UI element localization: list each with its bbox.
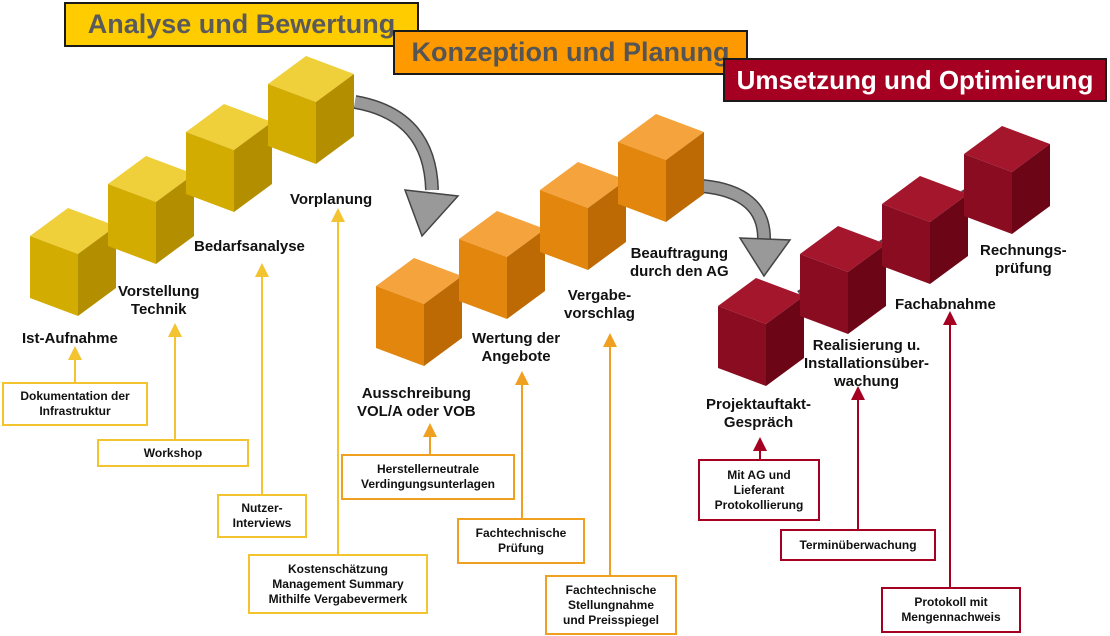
step-bedarfsanalyse: Bedarfsanalyse: [194, 238, 305, 255]
cube-ist-aufnahme: [30, 208, 116, 316]
note-workshop: Workshop: [97, 439, 249, 467]
cube-vorplanung: [268, 56, 354, 164]
step-projektauftakt: Projektauftakt-Gespräch: [706, 396, 812, 431]
cube-realisierung: [800, 226, 886, 334]
step-fachabnahme: Fachabnahme: [895, 296, 996, 313]
cube-rechnung: [964, 126, 1050, 234]
banner-konzeption: Konzeption und Planung: [393, 30, 748, 75]
cube-wertung: [459, 211, 545, 319]
cube-vorstellung: [108, 156, 194, 264]
cube-vergabe: [540, 162, 626, 270]
cube-projektauftakt: [718, 278, 804, 386]
cube-fachabnahme: [882, 176, 968, 284]
transition-arrow-1: [353, 95, 460, 238]
step-ist-aufnahme: Ist-Aufnahme: [22, 330, 118, 347]
step-vergabe: Vergabe-vorschlag: [564, 287, 635, 322]
cube-ausschreibung: [376, 258, 462, 366]
cube-bedarfsanalyse: [186, 104, 272, 212]
step-vorplanung: Vorplanung: [290, 191, 373, 208]
note-nutzer: Nutzer-Interviews: [217, 494, 307, 538]
step-realisierung: Realisierung u.Installationsüber-wachung: [804, 337, 930, 390]
step-rechnung: Rechnungs-prüfung: [980, 242, 1067, 277]
note-termin: Terminüberwachung: [780, 529, 936, 561]
banner-analyse: Analyse und Bewertung: [64, 2, 419, 47]
transition-arrow-2: [701, 179, 792, 278]
banner-umsetzung: Umsetzung und Optimierung: [723, 58, 1107, 102]
cube-beauftragung: [618, 114, 704, 222]
